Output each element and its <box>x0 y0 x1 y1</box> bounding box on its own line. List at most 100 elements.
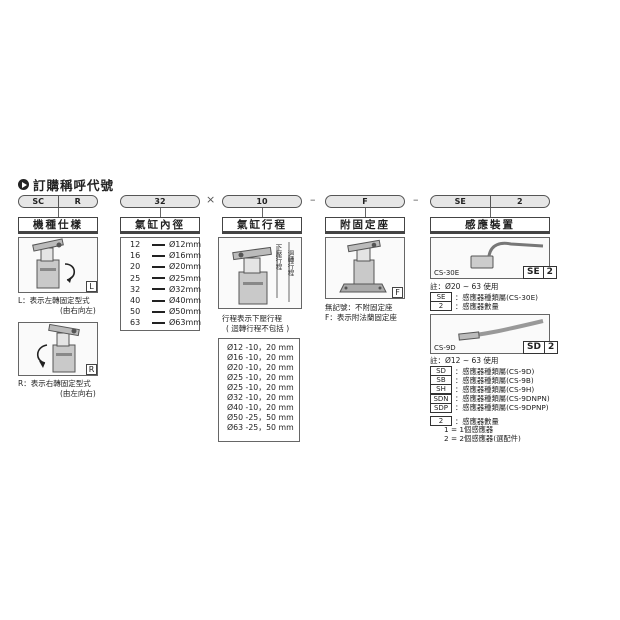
cs30e-sensor-drawing <box>470 241 544 269</box>
bore-row: 20 Ø20mm <box>130 262 201 271</box>
bore-size: 20 <box>130 262 141 272</box>
tag-code: SE <box>527 267 540 277</box>
connector <box>160 208 161 217</box>
dash-line <box>152 299 165 302</box>
sensor-code-desc: 感應器種類屬(CS-9D) <box>462 366 535 376</box>
bore-code-pill: 32 <box>120 195 200 208</box>
bore-row: 12 Ø12mm <box>130 240 201 249</box>
cs9d-tag: SD 2 <box>523 341 559 354</box>
qty-label: 感應器數量 <box>462 416 499 426</box>
model-left-image <box>18 237 98 293</box>
fix-image <box>325 237 405 299</box>
times-sign: × <box>206 193 216 206</box>
dash-line <box>152 310 165 313</box>
dash-line <box>152 265 165 268</box>
sensor-code-desc: 感應器種類屬(CS-9B) <box>462 375 534 385</box>
title-text: 訂購稱呼代號 <box>33 178 115 193</box>
cs9d-sensor-drawing <box>458 319 544 341</box>
connector <box>262 208 263 217</box>
bore-table <box>120 237 200 331</box>
tag-qty: 2 <box>543 342 557 353</box>
model-code-r: R <box>57 196 98 207</box>
left-letter-box: L <box>86 281 97 292</box>
stroke-row: Ø20 -10，20 mm <box>227 363 294 372</box>
sensor-code-pill: SE 2 <box>430 195 550 208</box>
stroke-row: Ø50 -25，50 mm <box>227 413 294 422</box>
cs30e-label: CS-30E <box>434 269 460 277</box>
stroke-image <box>218 237 302 309</box>
stroke-label-rotate: 迴轉行程 <box>286 250 294 276</box>
cs9d-note: 註：Ø12 ~ 63 使用 <box>430 356 499 365</box>
dash-line <box>152 321 165 324</box>
rotary-cylinder-left-drawing <box>32 238 76 289</box>
stroke-row: Ø16 -10，20 mm <box>227 353 294 362</box>
bore-header: 氣缸內徑 <box>120 217 200 234</box>
bore-size: 25 <box>130 273 141 283</box>
bore-diameter: Ø12mm <box>169 240 202 249</box>
model-code-sc: SC <box>32 197 45 206</box>
fix-desc-1: 無記號：不附固定座 <box>325 303 393 312</box>
stroke-row: Ø25 -10，20 mm <box>227 383 294 392</box>
connector <box>58 208 59 217</box>
sensor-code-desc: 感應器種類屬(CS-30E) <box>462 292 539 302</box>
dash-line <box>152 288 165 291</box>
bore-diameter: Ø50mm <box>169 307 202 317</box>
rotary-cylinder-right-drawing <box>36 323 80 373</box>
flange-cylinder-drawing <box>339 239 387 293</box>
dash-line <box>152 277 165 280</box>
qty-option-2: 2 = 2個感應器(選配件) <box>444 434 521 443</box>
right-letter-box: R <box>86 364 97 375</box>
stroke-note-2: ( 迴轉行程不包括 ) <box>226 324 290 333</box>
bore-diameter: Ø20mm <box>169 262 202 272</box>
stroke-label-press: 下壓行程 <box>274 244 282 270</box>
sensor-code-box: SDP <box>430 402 452 413</box>
stroke-header: 氣缸行程 <box>222 217 302 234</box>
sensor-header: 感應裝置 <box>430 217 550 234</box>
bore-row: 25 Ø25mm <box>130 274 201 283</box>
model-code-pill: SC R <box>18 195 98 208</box>
dash-line <box>152 243 165 246</box>
tag-qty: 2 <box>542 267 556 278</box>
model-right-image <box>18 322 98 376</box>
page-title: 訂購稱呼代號 <box>18 175 114 194</box>
bore-size: 12 <box>130 240 141 249</box>
stroke-cylinder-drawing <box>232 242 290 305</box>
bore-diameter: Ø25mm <box>169 273 202 283</box>
stroke-row: Ø12 -10，20 mm <box>227 343 294 352</box>
dash-sign-2: – <box>413 193 419 206</box>
tag-code: SD <box>527 342 541 352</box>
sensor-code-desc: 感應器種類屬(CS-9DNPN) <box>462 394 550 404</box>
right-desc-1: R：表示右轉固定型式 <box>18 379 91 388</box>
sensor-code-se: SE <box>454 197 466 206</box>
left-desc-2: (由右向左) <box>60 306 96 315</box>
sensor-code-row: SDP：感應器種類屬(CS-9DPNP) <box>430 402 549 413</box>
bore-diameter: Ø32mm <box>169 284 202 294</box>
sensor-code-desc: 感應器種類屬(CS-9H) <box>462 384 535 394</box>
qty-option-1: 1 = 1個感應器 <box>444 425 494 434</box>
play-bullet-icon <box>18 179 29 190</box>
fix-desc-2: F：表示附法蘭固定座 <box>325 313 397 322</box>
fix-letter-box: F <box>392 287 403 298</box>
fix-header: 附固定座 <box>325 217 405 234</box>
connector <box>490 208 491 217</box>
fix-code-pill: F <box>325 195 405 208</box>
stroke-row: Ø25 -10，20 mm <box>227 373 294 382</box>
bore-diameter: Ø16mm <box>169 251 202 261</box>
stroke-code-pill: 10 <box>222 195 302 208</box>
qty-code-box: 2 <box>430 416 452 426</box>
cs30e-tag: SE 2 <box>523 266 557 279</box>
left-desc-1: L：表示左轉固定型式 <box>18 296 90 305</box>
bore-diameter: Ø63mm <box>169 318 202 328</box>
qty-code-row: 2 ：感應器數量 <box>430 416 499 426</box>
cs30e-note: 註：Ø20 ~ 63 使用 <box>430 282 499 291</box>
sensor-code-desc: 感應器數量 <box>462 301 499 311</box>
stroke-note-1: 行程表示下壓行程 <box>222 314 282 323</box>
dash-line <box>152 254 165 257</box>
dash-sign-1: – <box>310 193 316 206</box>
stroke-row: Ø40 -10，20 mm <box>227 403 294 412</box>
